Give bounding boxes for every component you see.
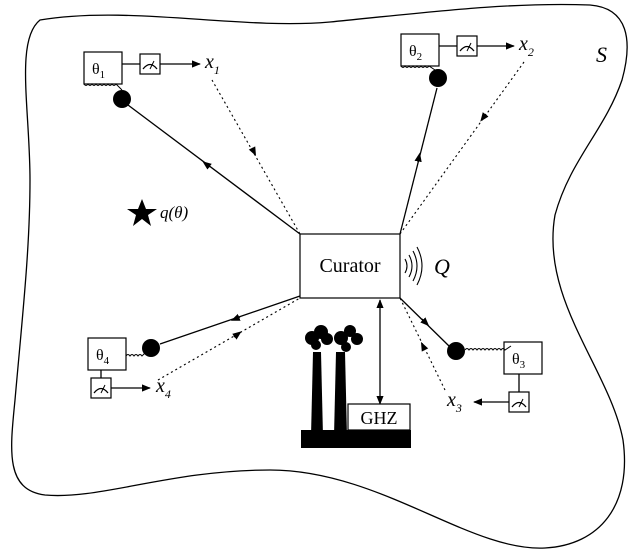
theta-box-1 bbox=[83, 51, 123, 85]
classical-links bbox=[157, 61, 525, 391]
output-label-1: x1 bbox=[204, 51, 220, 77]
region-label: S bbox=[596, 42, 607, 67]
qubit-dot-icon bbox=[429, 69, 447, 87]
wavy-coupling-3 bbox=[464, 345, 512, 351]
theta-label-4: θ4 bbox=[96, 347, 110, 367]
output-label-4: x4 bbox=[155, 375, 171, 401]
output-label-2: x2 bbox=[518, 33, 534, 59]
wavy-coupling-4 bbox=[125, 351, 147, 357]
node-1: θ1 x1 bbox=[83, 51, 220, 108]
wavy-coupling-1 bbox=[83, 83, 123, 91]
prior-label: q(θ) bbox=[160, 203, 189, 222]
signal-label: Q bbox=[434, 254, 450, 279]
meter-icon bbox=[90, 377, 112, 399]
theta-box-3 bbox=[503, 341, 543, 375]
meter-icon bbox=[508, 391, 530, 413]
meter-icon bbox=[139, 53, 161, 75]
qubit-dot-icon bbox=[142, 339, 160, 357]
wavy-coupling-2 bbox=[400, 65, 436, 71]
curator-label: Curator bbox=[319, 255, 380, 277]
quantum-links bbox=[127, 87, 450, 347]
qubit-dot-icon bbox=[447, 342, 465, 360]
ghz-label: GHZ bbox=[361, 408, 398, 428]
qubit-dot-icon bbox=[113, 90, 131, 108]
theta-box-4 bbox=[87, 337, 127, 371]
region-boundary bbox=[11, 3, 628, 549]
star-icon bbox=[127, 199, 157, 226]
factory-icon bbox=[301, 325, 411, 448]
theta-label-1: θ1 bbox=[92, 61, 105, 81]
output-label-3: x3 bbox=[446, 389, 462, 415]
ghz-box bbox=[347, 403, 411, 431]
node-4: θ4 x4 bbox=[87, 337, 171, 401]
theta-box-2 bbox=[400, 33, 440, 67]
theta-label-3: θ3 bbox=[512, 351, 526, 371]
curator-box bbox=[299, 233, 401, 299]
meter-icon bbox=[456, 35, 478, 57]
node-3: θ3 x3 bbox=[446, 341, 543, 415]
signal-waves-icon bbox=[404, 246, 423, 286]
theta-label-2: θ2 bbox=[409, 43, 422, 63]
node-2: θ2 x2 bbox=[400, 33, 534, 87]
